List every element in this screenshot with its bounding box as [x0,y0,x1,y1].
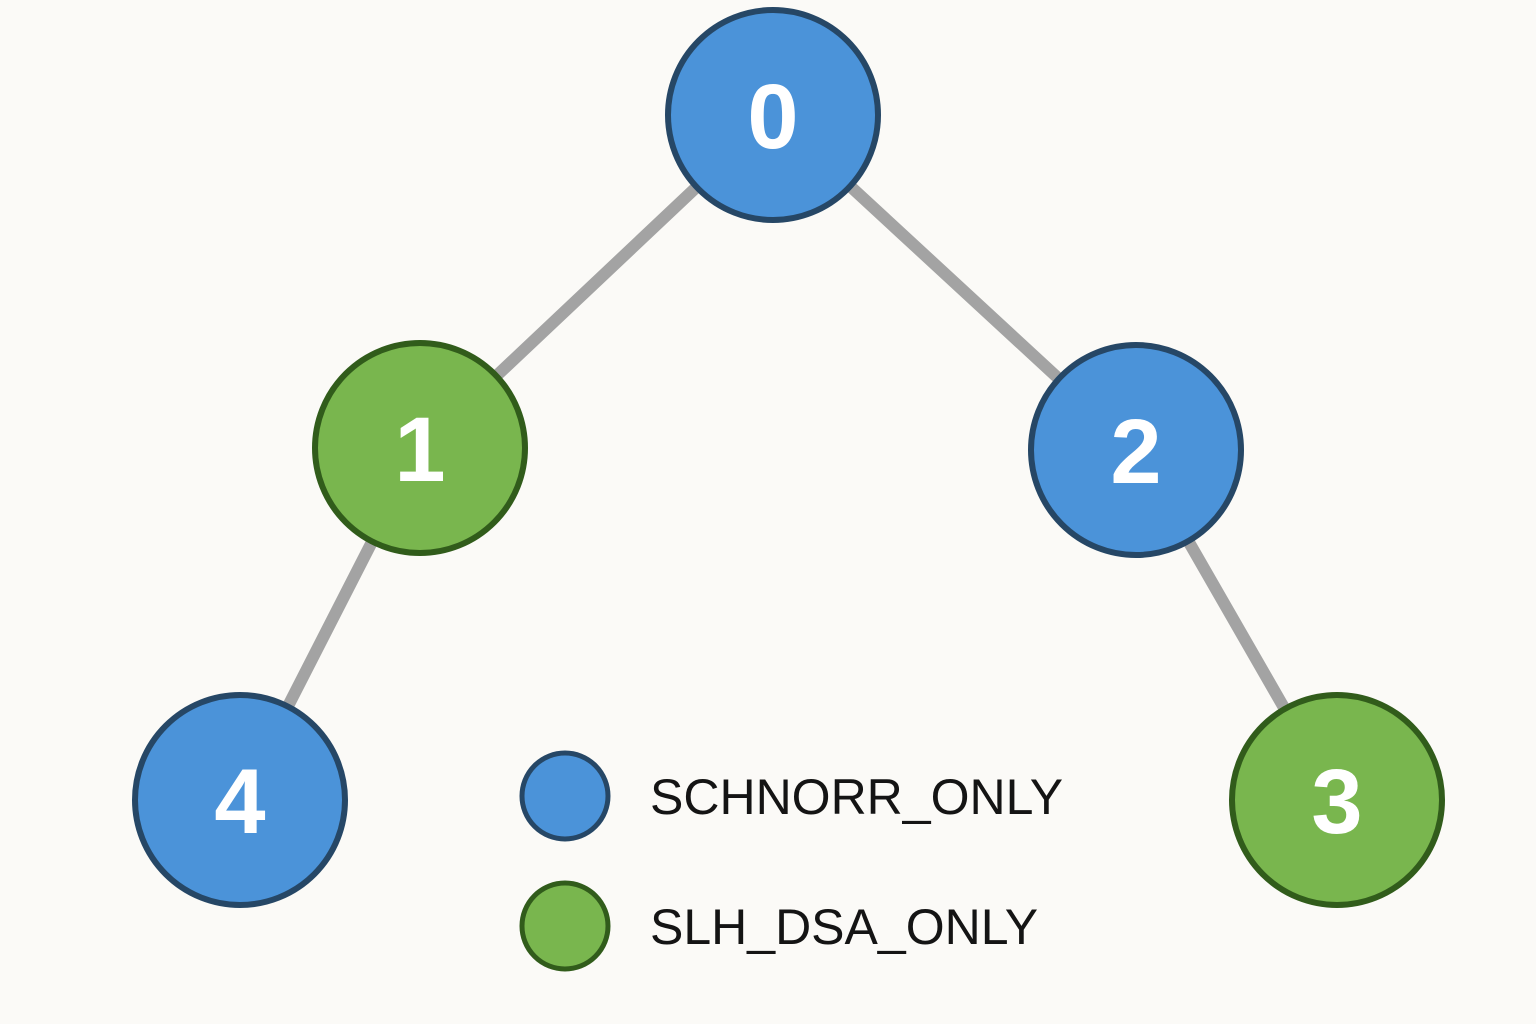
legend-label-slh_dsa_only: SLH_DSA_ONLY [650,899,1038,955]
node-0: 0 [665,7,881,223]
node-1-circle [312,340,528,556]
node-4-circle [132,692,348,908]
node-4: 4 [132,692,348,908]
node-3-label: 3 [1311,751,1362,853]
node-1: 1 [312,340,528,556]
node-1-label: 1 [394,399,445,501]
node-0-circle [665,7,881,223]
legend: SCHNORR_ONLY SLH_DSA_ONLY [519,750,1063,972]
node-3: 3 [1229,692,1445,908]
node-3-circle [1229,692,1445,908]
legend-swatch-schnorr_only-icon [519,750,611,842]
node-2-circle [1028,342,1244,558]
node-0-label: 0 [747,66,798,168]
legend-label-schnorr_only: SCHNORR_ONLY [650,769,1063,825]
node-2-label: 2 [1110,401,1161,503]
node-4-label: 4 [214,751,265,853]
legend-swatch-slh_dsa_only-icon [519,880,611,972]
node-2: 2 [1028,342,1244,558]
